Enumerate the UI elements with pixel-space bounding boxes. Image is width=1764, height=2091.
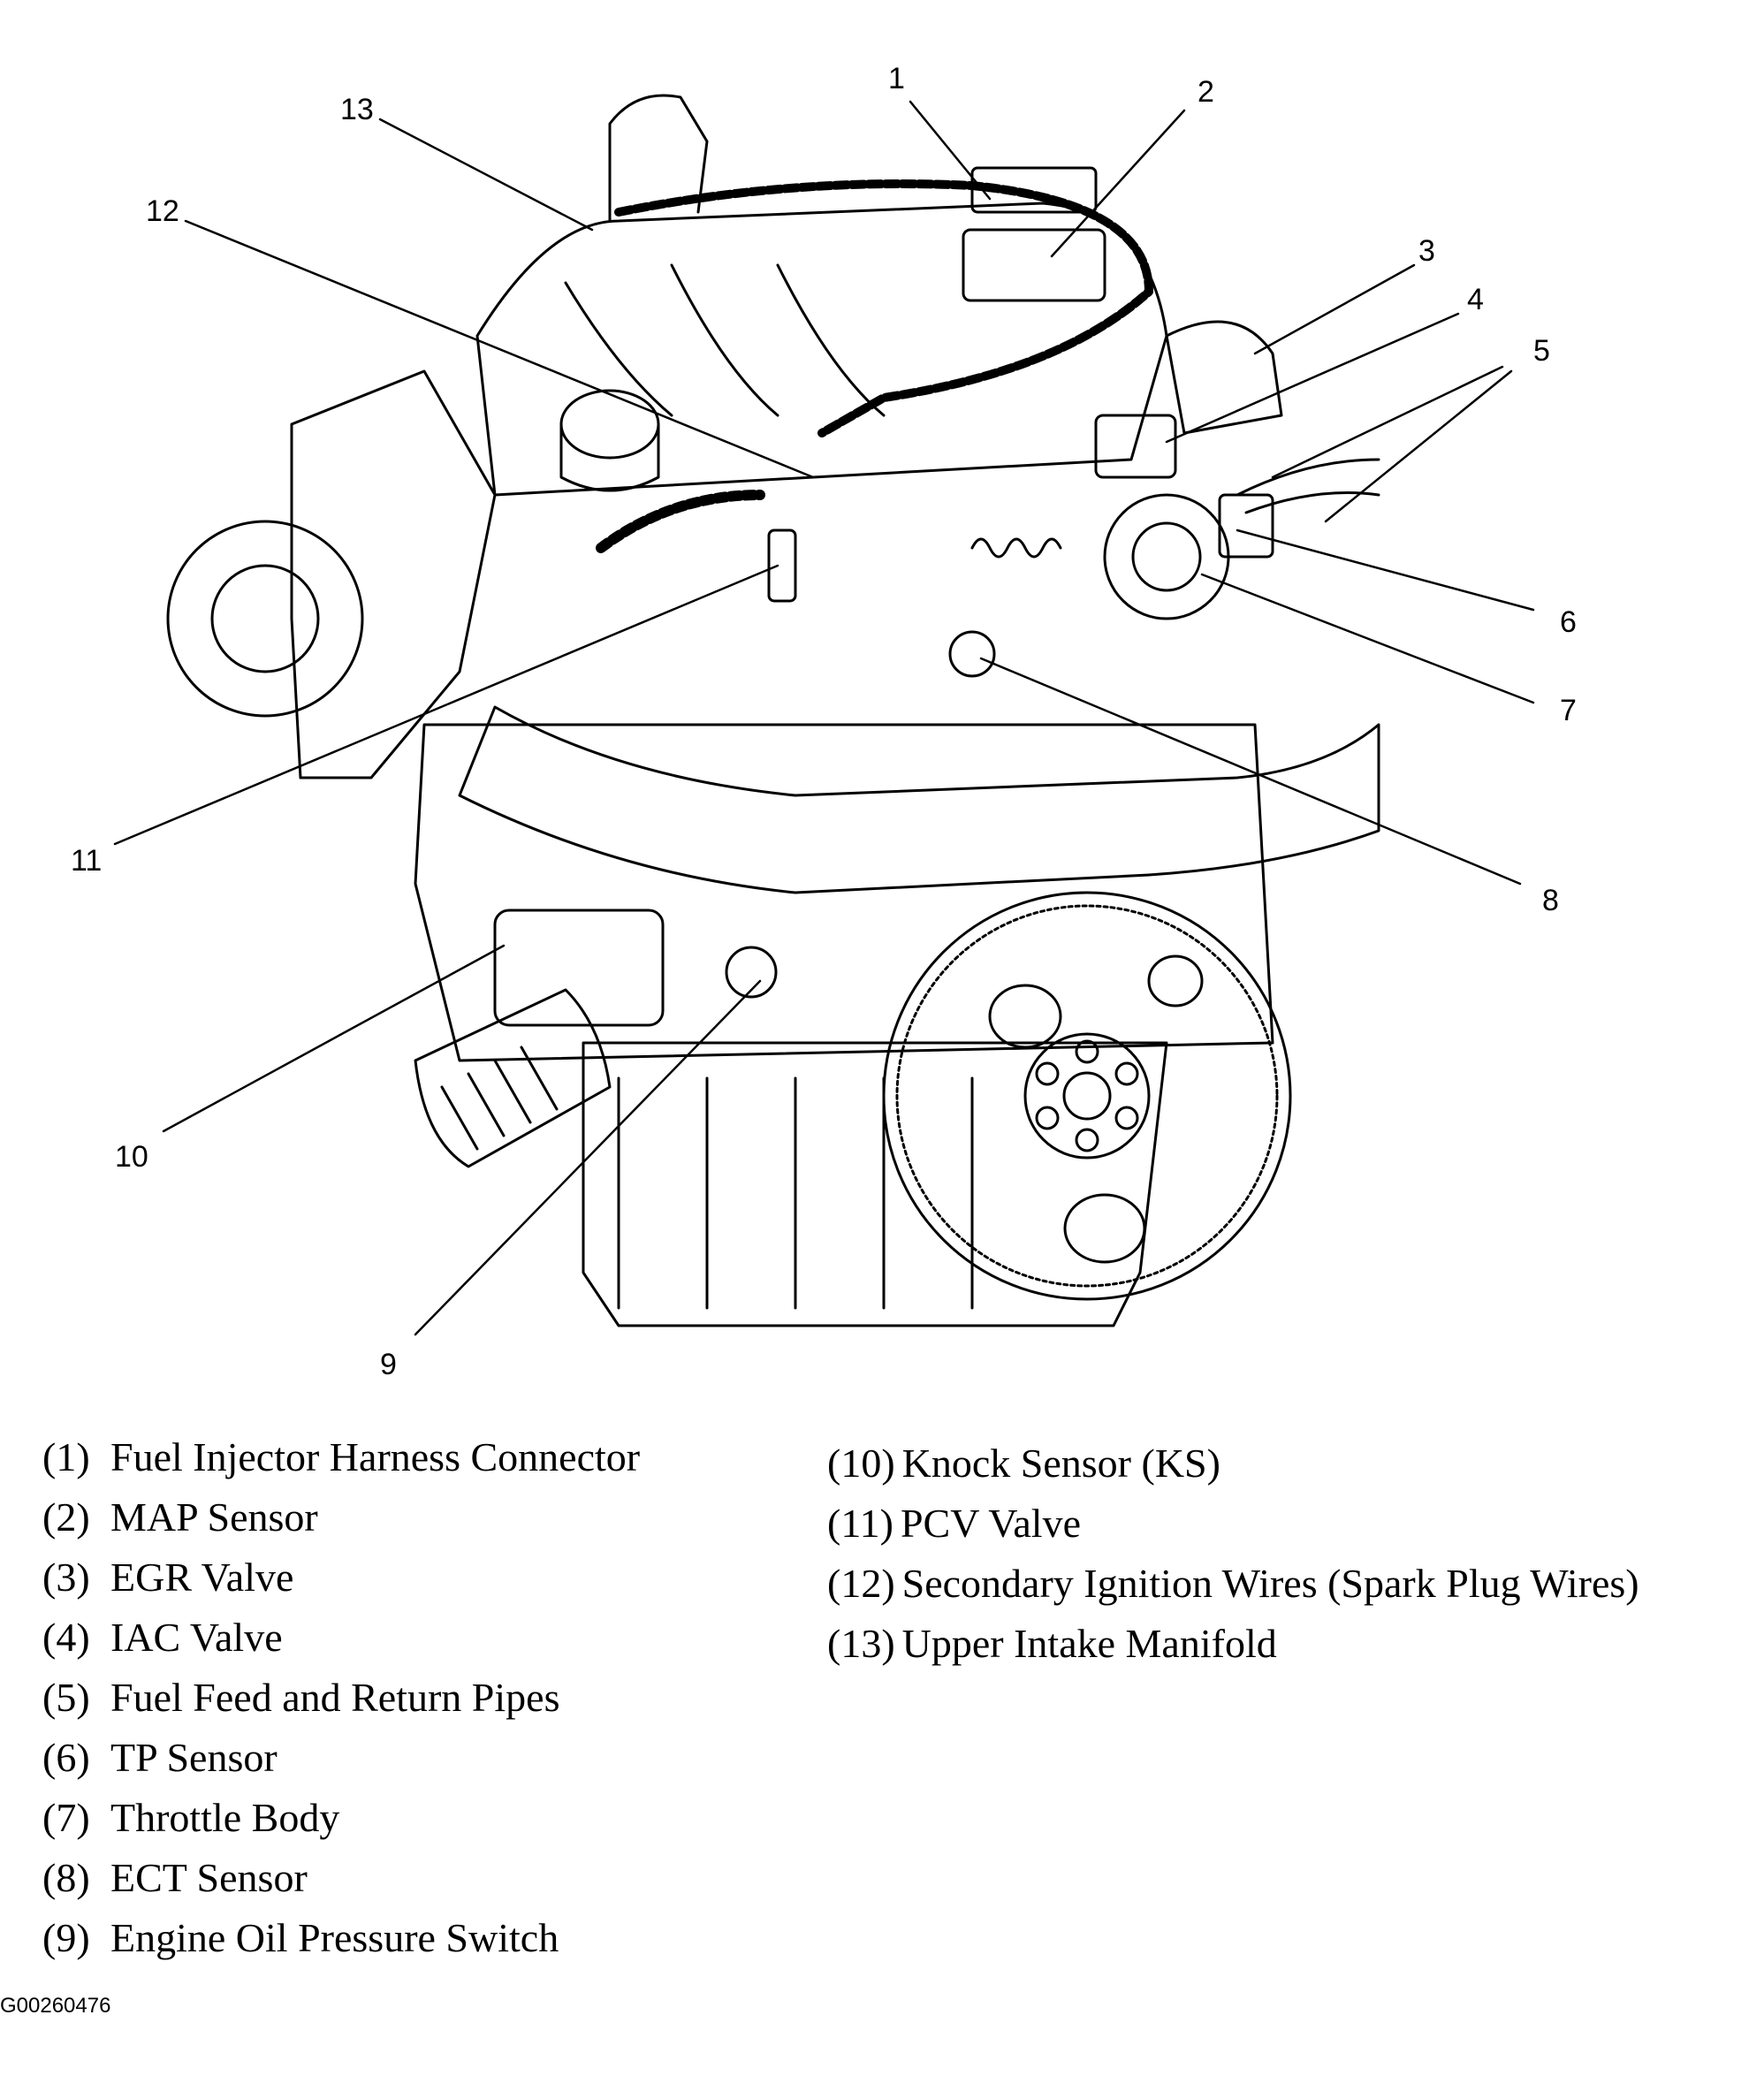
lift-bracket <box>608 94 709 223</box>
leader-12 <box>184 219 815 479</box>
legend-label: Fuel Feed and Return Pipes <box>110 1675 560 1720</box>
oil-filler-cap <box>559 389 660 460</box>
legend-right: (10)Knock Sensor (KS)(11)PCV Valve(12)Se… <box>827 1433 1639 1674</box>
legend-key: (5) <box>42 1675 90 1720</box>
callout-8: 8 <box>1542 884 1559 917</box>
leader-5a <box>1271 365 1504 479</box>
engine-block <box>414 723 1274 1062</box>
legend-label: EGR Valve <box>110 1555 294 1600</box>
leader-10 <box>162 944 506 1133</box>
legend-left: (1) Fuel Injector Harness Connector (2) MAP… <box>42 1427 640 1968</box>
leader-1 <box>909 100 992 201</box>
legend-item: (2) MAP Sensor <box>42 1487 640 1547</box>
iac-valve <box>1094 414 1177 479</box>
wiring-harness <box>614 179 1153 437</box>
callout-4: 4 <box>1467 283 1484 316</box>
leader-3 <box>1253 263 1416 355</box>
flywheel <box>882 891 1292 1301</box>
legend-item: (12)Secondary Ignition Wires (Spark Plug… <box>827 1554 1639 1614</box>
leader-11 <box>113 564 779 846</box>
leader-13 <box>378 118 594 232</box>
callout-10: 10 <box>115 1140 148 1174</box>
legend-item: (4) IAC Valve <box>42 1608 640 1668</box>
legend-label: Upper Intake Manifold <box>901 1621 1277 1666</box>
wiring-harness-front <box>596 490 765 553</box>
throttle-spring <box>970 537 1062 559</box>
legend-key: (3) <box>42 1555 90 1600</box>
legend-key: (2) <box>42 1494 90 1540</box>
pcv-valve <box>767 528 797 603</box>
egr-valve <box>1165 320 1283 435</box>
legend-label: Throttle Body <box>110 1795 340 1840</box>
legend-label: MAP Sensor <box>110 1494 318 1540</box>
leader-8 <box>979 657 1522 886</box>
legend-label: ECT Sensor <box>110 1855 308 1900</box>
leader-6 <box>1236 528 1535 612</box>
legend-key: (9) <box>42 1915 90 1960</box>
oil-pressure-switch <box>725 946 778 999</box>
engine-diagram: 1 2 3 4 5 6 7 8 9 10 11 12 13 <box>71 62 1577 1379</box>
leader-9 <box>414 979 762 1336</box>
legend-item: (5) Fuel Feed and Return Pipes <box>42 1668 640 1728</box>
callout-11: 11 <box>71 844 102 878</box>
callout-1: 1 <box>888 62 905 95</box>
legend-key: (7) <box>42 1795 90 1840</box>
injector-harness-connector <box>970 166 1098 214</box>
legend-label: Knock Sensor (KS) <box>901 1441 1220 1486</box>
legend-item: (10)Knock Sensor (KS) <box>827 1433 1639 1494</box>
legend-item: (3) EGR Valve <box>42 1547 640 1608</box>
callout-3: 3 <box>1418 234 1435 268</box>
figure-id: G00260476 <box>0 1994 111 2018</box>
legend-key: (10) <box>827 1441 895 1486</box>
block-ribs <box>617 1076 974 1310</box>
legend-key: (13) <box>827 1621 895 1666</box>
legend-item: (11)PCV Valve <box>827 1494 1639 1554</box>
callout-12: 12 <box>146 194 179 228</box>
legend-label: TP Sensor <box>110 1735 278 1780</box>
oil-pan <box>582 1041 1168 1327</box>
legend-key: (12) <box>827 1561 895 1606</box>
leader-5b <box>1324 369 1513 523</box>
callout-6: 6 <box>1560 605 1577 639</box>
exhaust-crossover <box>458 705 1380 894</box>
legend-item: (7) Throttle Body <box>42 1788 640 1848</box>
legend-label: PCV Valve <box>900 1501 1081 1546</box>
intake-runners <box>564 263 886 417</box>
legend-key: (8) <box>42 1855 90 1900</box>
legend-item: (13)Upper Intake Manifold <box>827 1614 1639 1674</box>
legend-key: (4) <box>42 1615 90 1660</box>
legend-label: Secondary Ignition Wires (Spark Plug Wir… <box>901 1561 1639 1606</box>
leader-4 <box>1165 312 1460 444</box>
legend-item: (8) ECT Sensor <box>42 1848 640 1908</box>
legend-item: (6) TP Sensor <box>42 1728 640 1788</box>
ect-sensor <box>948 630 996 678</box>
leader-7 <box>1200 573 1535 704</box>
map-sensor <box>962 228 1106 302</box>
legend-label: IAC Valve <box>110 1615 283 1660</box>
leader-2 <box>1050 109 1186 258</box>
throttle-body <box>1103 493 1230 620</box>
legend-key: (11) <box>827 1501 893 1546</box>
oil-filter <box>414 988 612 1168</box>
fuel-pipes <box>1236 458 1380 514</box>
callout-2: 2 <box>1198 75 1214 109</box>
legend-key: (6) <box>42 1735 90 1780</box>
callout-13: 13 <box>340 93 374 126</box>
legend-label: Engine Oil Pressure Switch <box>110 1915 559 1960</box>
tp-sensor <box>1218 493 1274 559</box>
front-cover <box>290 369 497 779</box>
callout-5: 5 <box>1533 334 1550 368</box>
legend-label: Fuel Injector Harness Connector <box>110 1434 641 1479</box>
callout-7: 7 <box>1560 694 1577 727</box>
accessory-pulley <box>166 520 364 718</box>
knock-sensor-housing <box>493 909 665 1027</box>
legend-key: (1) <box>42 1434 90 1479</box>
upper-intake-manifold <box>475 201 1168 497</box>
callout-9: 9 <box>380 1348 397 1379</box>
legend-item: (9) Engine Oil Pressure Switch <box>42 1908 640 1968</box>
legend-item: (1) Fuel Injector Harness Connector <box>42 1427 640 1487</box>
